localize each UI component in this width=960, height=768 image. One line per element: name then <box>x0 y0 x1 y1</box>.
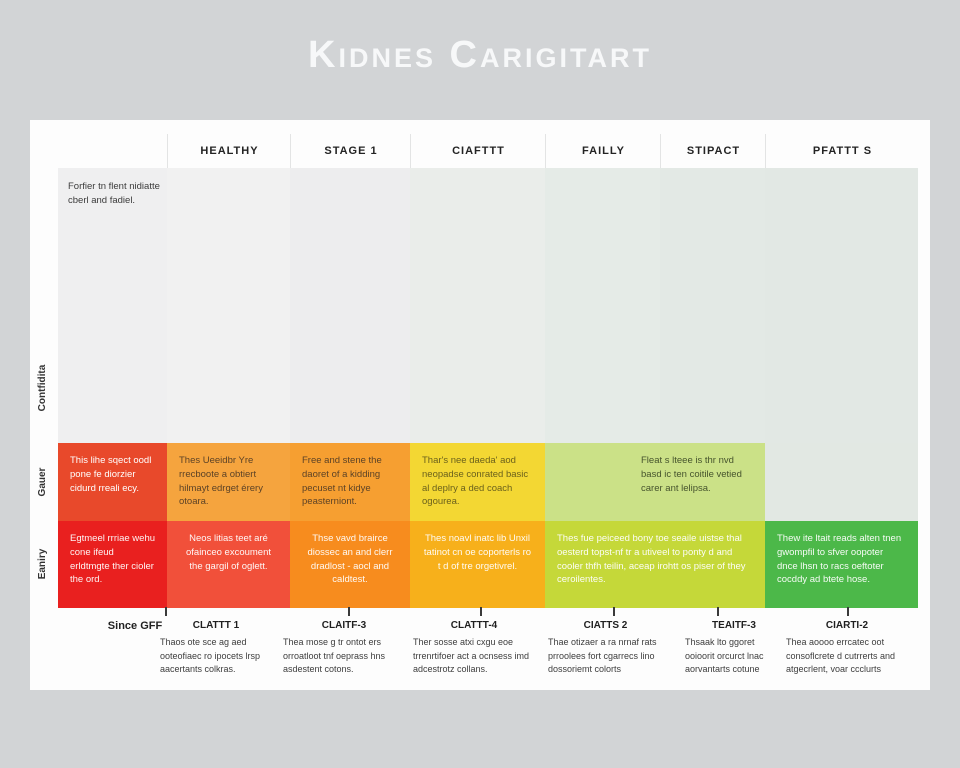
page-title: Kidnes Carigitart <box>308 34 652 76</box>
corner-note: Forfier tn flent nidiatte cberl and fadi… <box>68 181 160 207</box>
column-header-pfatts: PFATTT S <box>765 134 919 168</box>
eaniry-cell-3: Thse vavd brairce diossec an and clerr d… <box>290 521 410 608</box>
footer-group-3: CLATTT-4 Ther sosse atxi cxgu eoe trrenr… <box>413 620 535 677</box>
band-column-6 <box>660 168 766 443</box>
column-header-ciafttt: CIAFTTT <box>410 134 546 168</box>
gauer-cell-4: Thar's nee daeda' aod neopadse conrated … <box>410 443 545 521</box>
row-label-gauer: Gauer <box>37 467 48 497</box>
eaniry-cell-6: Thew ite ltait reads alten tnen gwompfil… <box>765 521 918 608</box>
footer-group-label: CIATTS 2 <box>583 620 628 631</box>
footer-group-4: CIATTS 2 Thae otizaer a ra nrnaf rats pr… <box>548 620 663 677</box>
band-column-4 <box>410 168 546 443</box>
band-column-2 <box>167 168 291 443</box>
column-header-failly: FAILLY <box>545 134 661 168</box>
footer-group-label: CLATTT-4 <box>450 620 498 631</box>
axis-tick <box>165 607 167 616</box>
footer-group-label: TEAITF-3 <box>712 620 756 631</box>
axis-tick <box>717 607 719 616</box>
footer-group-text: Ther sosse atxi cxgu eoe trrenrtifoer ac… <box>413 637 530 674</box>
footer-group-6: CIARTI-2 Thea aoooo errcatec oot consofl… <box>786 620 908 677</box>
axis-tick <box>613 607 615 616</box>
band-column-5 <box>545 168 661 443</box>
axis-label-since-gff: Since GFF <box>107 620 163 632</box>
footer-group-label: CLAITF-3 <box>321 620 367 631</box>
column-header-stipact: STIPACT <box>660 134 766 168</box>
footer-group-text: Thsaak lto ggoret ooioorit orcurct lnac … <box>685 637 764 674</box>
gauer-cell-5: Fleat s lteee is thr nvd basd ic ten coi… <box>545 443 765 521</box>
band-column-7 <box>765 168 919 443</box>
row-label-contfidita: Contfidita <box>37 364 48 412</box>
axis-tick <box>847 607 849 616</box>
row-label-eaniry: Eaniry <box>37 548 48 580</box>
eaniry-cell-1: Egtmeel rrriae wehu cone ifeud erldtmgte… <box>58 521 167 608</box>
footer-group-text: Thaos ote sce ag aed ooteofiaec ro ipoce… <box>160 637 261 674</box>
gauer-cell-1: This lihe sqect oodl pone fe diorzier ci… <box>58 443 167 521</box>
eaniry-cell-2: Neos litias teet aré ofainceo excoument … <box>167 521 290 608</box>
eaniry-cell-5: Thes fue peiceed bony toe seaile uistse … <box>545 521 765 608</box>
column-header-stage-1: STAGE 1 <box>290 134 411 168</box>
footer-group-label: CLATTT 1 <box>192 620 240 631</box>
gauer-cell-3: Free and stene the daoret of a kidding p… <box>290 443 410 521</box>
footer-group-label: CIARTI-2 <box>825 620 869 631</box>
eaniry-cell-4: Thes noavl inatc lib Unxil tatinot cn oe… <box>410 521 545 608</box>
footer-group-text: Thea aoooo errcatec oot consoflcrete d c… <box>786 637 896 674</box>
footer-group-1: CLATTT 1 Thaos ote sce ag aed ooteofiaec… <box>160 620 272 677</box>
axis-tick <box>348 607 350 616</box>
axis-tick <box>480 607 482 616</box>
band-column-3 <box>290 168 411 443</box>
footer-group-text: Thea mose g tr ontot ers orroatloot tnf … <box>283 637 386 674</box>
footer-group-5: TEAITF-3 Thsaak lto ggoret ooioorit orcu… <box>685 620 783 677</box>
chart-panel: HEALTHY STAGE 1 CIAFTTT FAILLY STIPACT P… <box>30 120 930 690</box>
band-column-1 <box>58 168 168 443</box>
gauer-cell-6-empty <box>765 443 918 521</box>
footer-group-text: Thae otizaer a ra nrnaf rats prroolees f… <box>548 637 657 674</box>
column-header-healthy: HEALTHY <box>167 134 291 168</box>
gauer-cell-2: Thes Ueeidbr Yre rrecboote a obtiert hil… <box>167 443 290 521</box>
footer-group-2: CLAITF-3 Thea mose g tr ontot ers orroat… <box>283 620 405 677</box>
